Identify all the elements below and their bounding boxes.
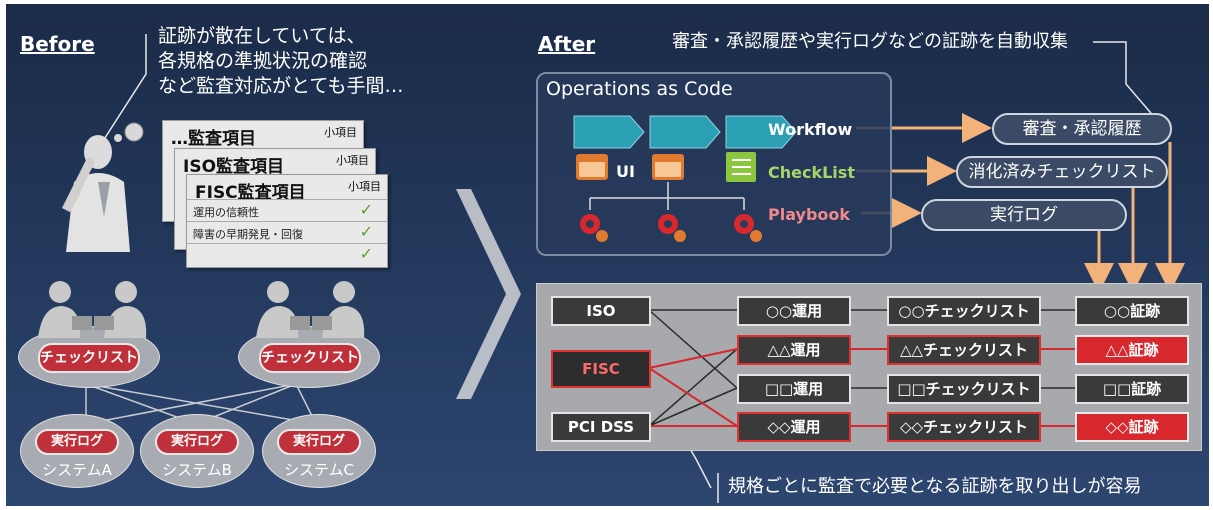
evidence-cell: □□証跡 [1075,374,1189,404]
check-icon: ✓ [359,222,373,241]
op-cell: △△運用 [737,335,851,365]
check-icon: ✓ [359,244,373,263]
workflow-step-icon [573,115,645,149]
before-callout: 証跡が散在していては、 各規格の準拠状況の確認 など監査対応がとても手間… [158,25,404,97]
doc-row: 運用の信頼性✓ [187,199,387,222]
exec-log-badge: 実行ログ [155,429,239,455]
checklist-cell: ◇◇チェックリスト [887,412,1041,442]
system-b: 実行ログ システムB [140,414,254,488]
before-callout-line [100,34,147,145]
after-callout: 審査・承認履歴や実行ログなどの証跡を自動収集 [672,31,1068,52]
checklist-badge-right: チェックリスト [259,343,361,373]
doc-fisc: FISC監査項目 小項目 運用の信頼性✓ 障害の早期発見・回復✓ ✓ [186,174,388,268]
evidence-cell: ◇◇証跡 [1075,412,1189,442]
evidence-cell: ○○証跡 [1075,296,1189,326]
bottom-callout: 規格ごとに監査で必要となる証跡を取り出しが容易 [728,476,1142,497]
thinking-person-icon [61,122,144,252]
system-name: システムB [162,461,232,479]
people-icon [38,281,147,338]
workflow-graphic [573,115,797,242]
ui-window-icon [652,154,684,180]
compliance-matrix: ISO FISC PCI DSS ○○運用 △△運用 □□運用 ◇◇運用 ○○チ… [536,283,1202,451]
exec-log-badge: 実行ログ [35,429,119,455]
checklist-cell: △△チェックリスト [887,335,1041,365]
result-completed-checklist: 消化済みチェックリスト [956,156,1168,188]
workflow-label: Workflow [768,120,853,139]
transition-chevron [456,189,521,399]
system-name: システムA [42,461,112,479]
checklist-badge-left: チェックリスト [38,343,140,373]
ui-window-icon [576,154,608,180]
after-title: After [538,32,596,56]
after-callout-line [1093,41,1157,120]
exec-log-badge: 実行ログ [277,429,361,455]
check-icon: ✓ [359,200,373,219]
playbook-gear-icon [658,214,686,242]
standard-fisc: FISC [551,350,651,388]
doc-row: 障害の早期発見・回復✓ [187,221,387,244]
result-execution-log: 実行ログ [921,199,1127,231]
standard-iso: ISO [551,296,651,326]
operations-as-code-panel: Operations as Code [536,72,892,256]
system-c: 実行ログ システムC [262,414,376,488]
checklist-cell: □□チェックリスト [887,374,1041,404]
op-cell: □□運用 [737,374,851,404]
before-title: Before [20,32,95,56]
op-cell: ◇◇運用 [737,412,851,442]
playbook-gear-icon [734,214,762,242]
evidence-cell: △△証跡 [1075,335,1189,365]
diagram-canvas: Before 証跡が散在していては、 各規格の準拠状況の確認 など監査対応がとて… [6,4,1209,506]
op-cell: ○○運用 [737,296,851,326]
mapping-lines [648,309,1075,427]
oac-title: Operations as Code [546,78,733,100]
playbook-gear-icon [580,214,608,242]
checklist-cell: ○○チェックリスト [887,296,1041,326]
system-name: システムC [283,461,355,479]
workflow-step-icon [725,115,797,149]
workflow-step-icon [649,115,721,149]
checklist-label: CheckList [768,163,855,182]
result-approval-history: 審査・承認履歴 [992,113,1172,145]
ui-label: UI [616,162,635,181]
standard-pci-dss: PCI DSS [551,412,651,442]
checklist-doc-icon [726,152,756,182]
doc-row: ✓ [187,243,387,266]
network-lines [85,383,317,425]
playbook-label: Playbook [768,205,851,224]
system-a: 実行ログ システムA [20,414,134,488]
people-icon [256,281,365,338]
